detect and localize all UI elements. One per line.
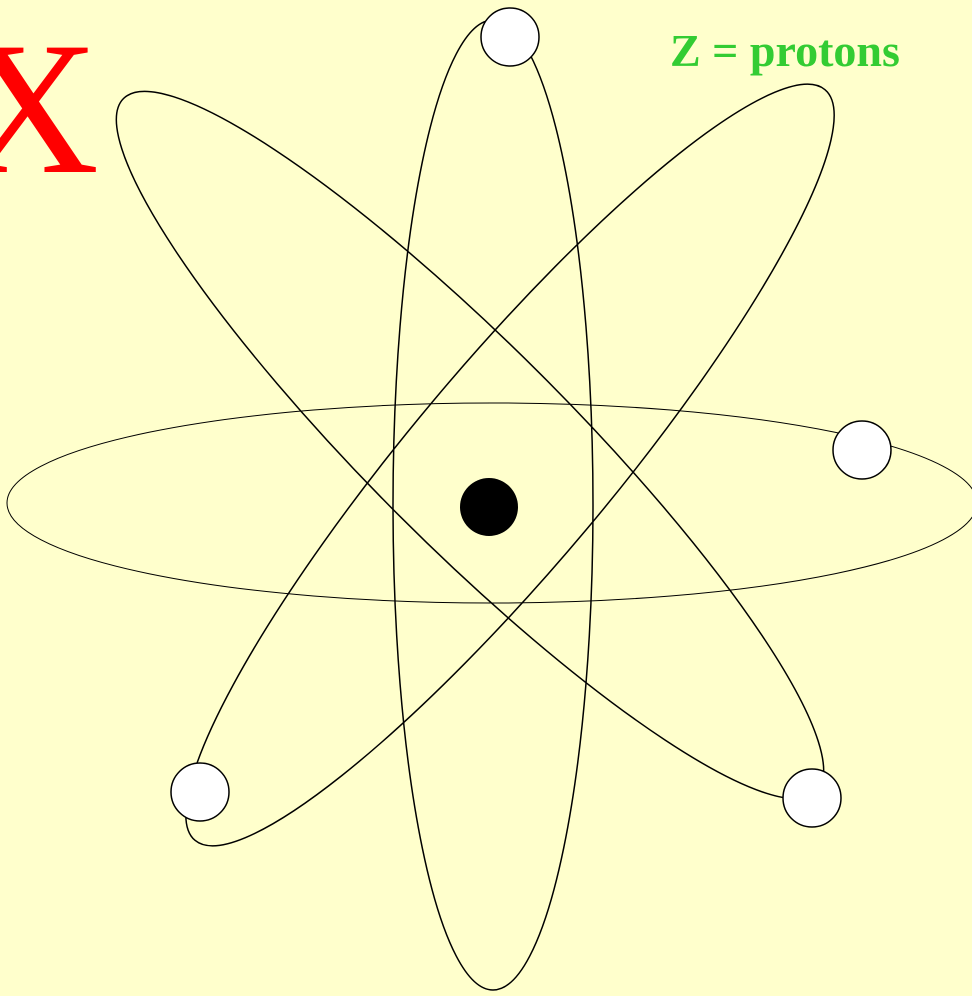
electron-top (480, 7, 540, 67)
electron-right (832, 420, 892, 480)
electron-bottom-left (170, 762, 230, 822)
electrons-group (170, 7, 892, 828)
atomic-number-label: Z = protons (670, 25, 900, 76)
electron-bottom-right (782, 768, 842, 828)
nucleus (460, 478, 518, 536)
rising-diagonal-orbit (185, 83, 835, 847)
element-symbol: X (0, 4, 100, 214)
